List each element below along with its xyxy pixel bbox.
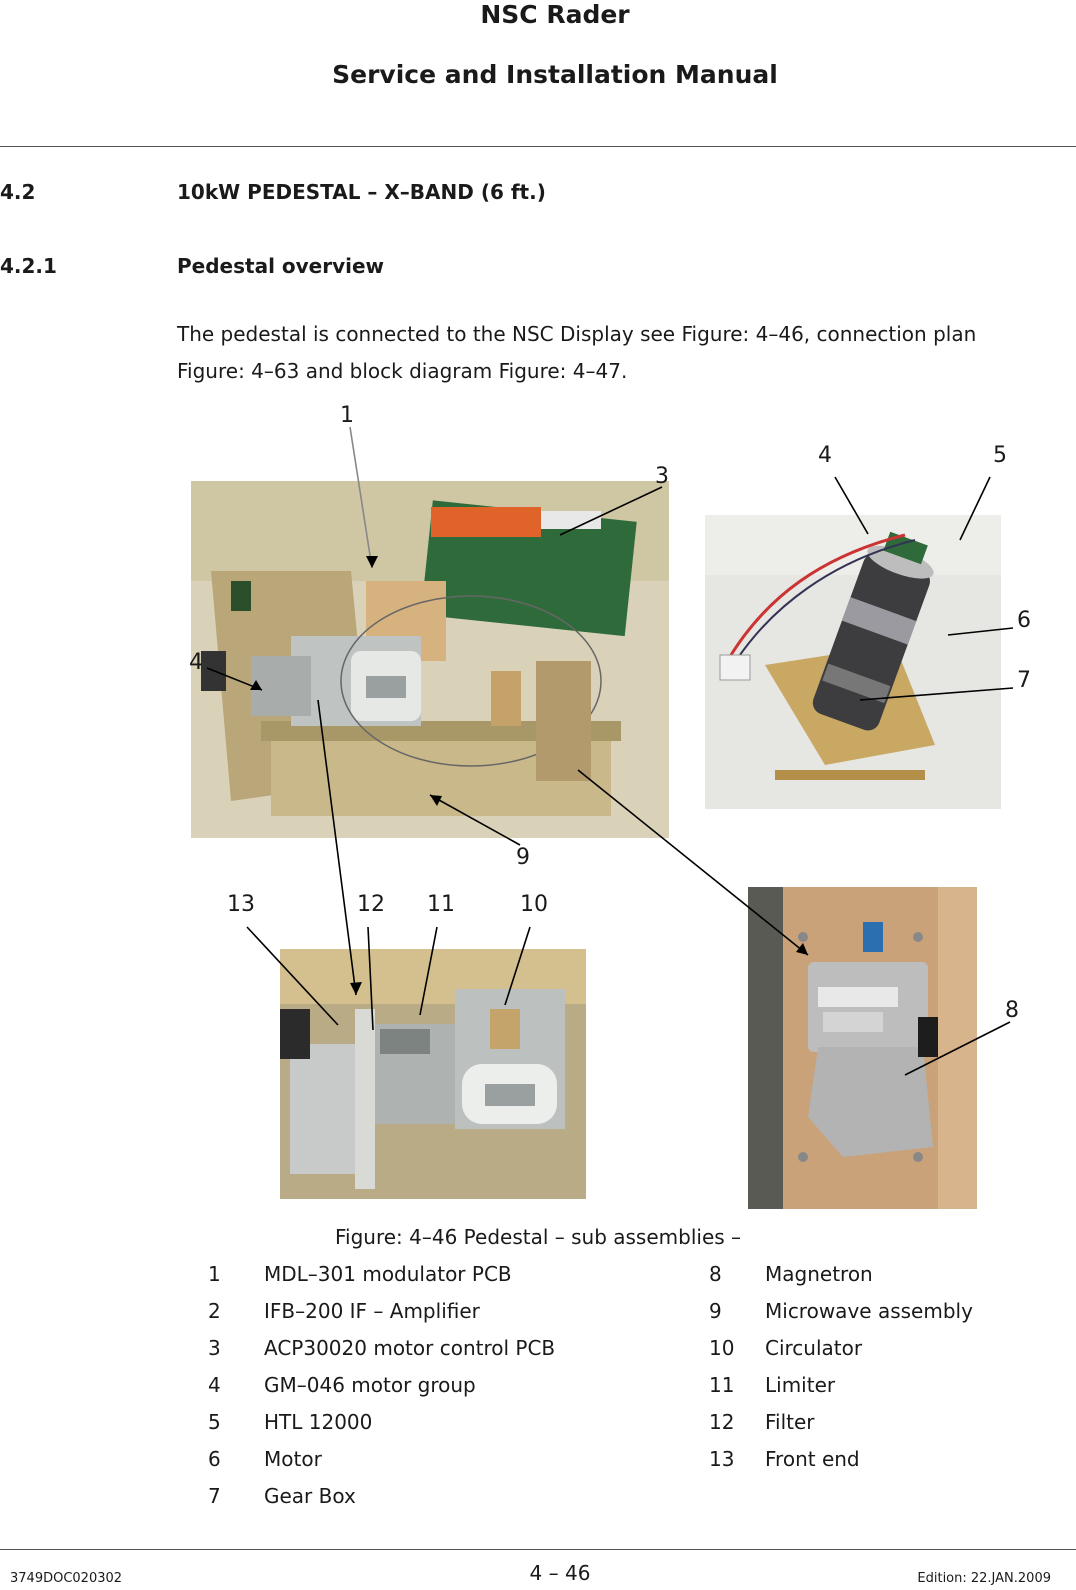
callout-4-motor: 4 xyxy=(818,443,832,468)
legend-number: 6 xyxy=(208,1447,221,1471)
legend-label: HTL 12000 xyxy=(264,1410,373,1434)
legend-label: Front end xyxy=(765,1447,860,1471)
legend-label: Microwave assembly xyxy=(765,1299,973,1323)
pedestal-main-photo xyxy=(191,481,669,838)
legend-number: 11 xyxy=(709,1373,735,1397)
legend-label: IFB–200 IF – Amplifier xyxy=(264,1299,480,1323)
footer-doc-id: 3749DOC020302 xyxy=(10,1571,123,1586)
legend-label: Motor xyxy=(264,1447,322,1471)
footer-page-number: 4 – 46 xyxy=(529,1561,591,1585)
legend-number: 3 xyxy=(208,1336,221,1360)
callout-5: 5 xyxy=(993,443,1007,468)
legend-number: 12 xyxy=(709,1410,735,1434)
callout-12: 12 xyxy=(357,892,385,917)
legend-label: GM–046 motor group xyxy=(264,1373,476,1397)
legend-number: 13 xyxy=(709,1447,735,1471)
legend-number: 10 xyxy=(709,1336,735,1360)
legend-label: Filter xyxy=(765,1410,815,1434)
footer-rule xyxy=(0,1549,1076,1550)
callout-11: 11 xyxy=(427,892,455,917)
legend-label: Magnetron xyxy=(765,1262,873,1286)
document-title: NSC Rader xyxy=(480,0,630,29)
subsection-title: Pedestal overview xyxy=(177,254,385,278)
legend-number: 4 xyxy=(208,1373,221,1397)
front-end-photo xyxy=(280,949,586,1199)
legend-number: 5 xyxy=(208,1410,221,1434)
body-line-2: Figure: 4–63 and block diagram Figure: 4… xyxy=(177,359,628,383)
legend-number: 1 xyxy=(208,1262,221,1286)
document-subtitle: Service and Installation Manual xyxy=(332,60,778,89)
section-number: 4.2 xyxy=(0,180,36,204)
header-rule xyxy=(0,146,1076,147)
callout-6: 6 xyxy=(1017,608,1031,633)
callout-8: 8 xyxy=(1005,998,1019,1023)
legend-label: Limiter xyxy=(765,1373,836,1397)
section-title: 10kW PEDESTAL – X–BAND (6 ft.) xyxy=(177,180,546,204)
callout-9: 9 xyxy=(516,845,530,870)
callout-3: 3 xyxy=(655,464,669,489)
legend-number: 9 xyxy=(709,1299,722,1323)
motor-group-photo xyxy=(705,515,1001,809)
callout-10: 10 xyxy=(520,892,548,917)
footer-edition: Edition: 22.JAN.2009 xyxy=(917,1571,1051,1586)
body-line-1: The pedestal is connected to the NSC Dis… xyxy=(177,322,977,346)
legend-number: 8 xyxy=(709,1262,722,1286)
callout-4-pedestal: 4 xyxy=(189,650,203,675)
subsection-number: 4.2.1 xyxy=(0,254,57,278)
legend-label: MDL–301 modulator PCB xyxy=(264,1262,512,1286)
callout-7: 7 xyxy=(1017,668,1031,693)
callout-1: 1 xyxy=(340,403,354,428)
legend-label: Gear Box xyxy=(264,1484,356,1508)
figure-caption: Figure: 4–46 Pedestal – sub assemblies – xyxy=(334,1225,742,1249)
legend-label: ACP30020 motor control PCB xyxy=(264,1336,556,1360)
callout-13: 13 xyxy=(227,892,255,917)
legend-label: Circulator xyxy=(765,1336,863,1360)
legend-number: 7 xyxy=(208,1484,221,1508)
legend-number: 2 xyxy=(208,1299,221,1323)
